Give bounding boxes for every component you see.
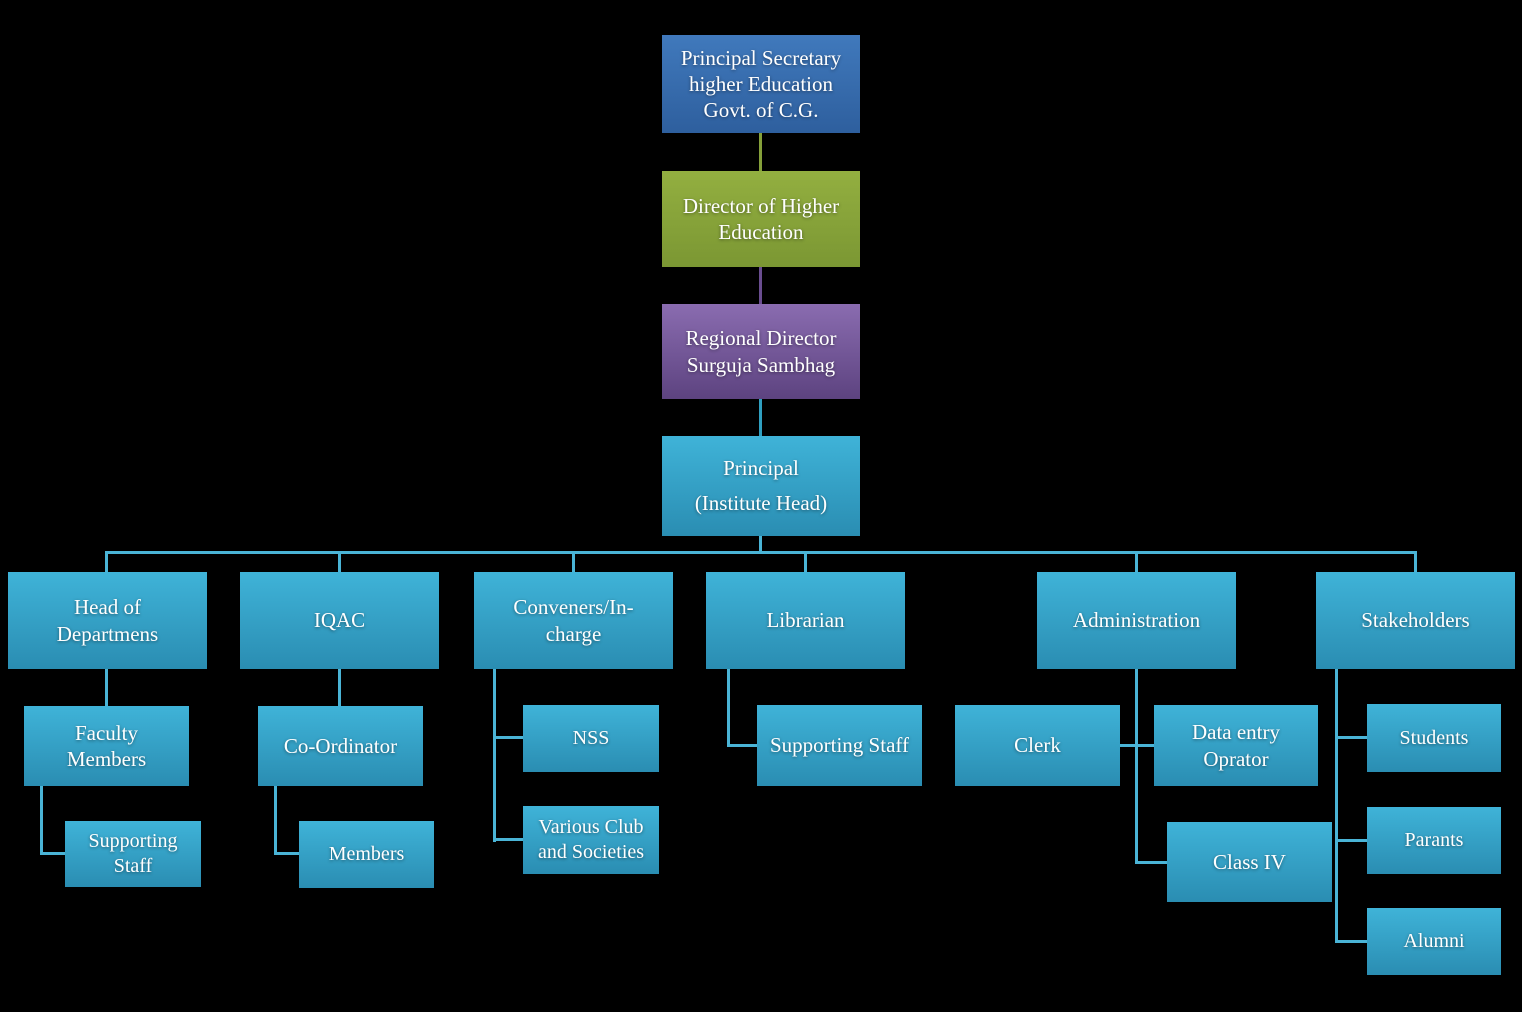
node-alumni: Alumni — [1367, 908, 1501, 975]
connector-conveners-hang-v — [493, 669, 496, 842]
connector-stub-administration — [1135, 551, 1138, 572]
connector-secretary-director — [759, 133, 762, 171]
node-director-higher-education: Director of Higher Education — [662, 171, 860, 267]
node-iqac: IQAC — [240, 572, 439, 669]
node-various-club-and-societies: Various Club and Societies — [523, 806, 659, 874]
connector-main-rail — [105, 551, 1417, 554]
node-class-iv: Class IV — [1167, 822, 1332, 902]
connector-stub-stakeholders — [1414, 551, 1417, 572]
connector-alumni-h — [1335, 940, 1367, 943]
connector-administration-hang-v — [1135, 669, 1138, 864]
node-head-of-departments: Head of Departmens — [8, 572, 207, 669]
node-principal-institute-head: Principal (Institute Head) — [662, 436, 860, 536]
connector-stub-hod — [105, 551, 108, 572]
connector-nss-h — [493, 736, 523, 739]
connector-stakeholders-hang-v — [1335, 669, 1338, 943]
connector-regional-principal — [759, 399, 762, 436]
connector-class-iv-h — [1135, 861, 1167, 864]
connector-librarian-hang-v — [727, 669, 730, 747]
connector-librarian-staff-h — [727, 744, 757, 747]
connector-iqac-coordinator — [338, 669, 341, 706]
node-conveners-in-charge: Conveners/In- charge — [474, 572, 673, 669]
node-members: Members — [299, 821, 434, 888]
node-parants: Parants — [1367, 807, 1501, 874]
connector-coordinator-elbow-v — [274, 786, 277, 855]
node-supporting-staff-librarian: Supporting Staff — [757, 705, 922, 786]
connector-stub-iqac — [338, 551, 341, 572]
node-co-ordinator: Co-Ordinator — [258, 706, 423, 786]
connector-director-regional — [759, 267, 762, 304]
connector-stub-librarian — [804, 551, 807, 572]
connector-students-h — [1335, 736, 1367, 739]
node-principal-secretary: Principal Secretary higher Education Gov… — [662, 35, 860, 133]
connector-principal-drop — [759, 536, 762, 553]
node-administration: Administration — [1037, 572, 1236, 669]
connector-clerk-dataentry-h — [1120, 744, 1154, 747]
node-nss: NSS — [523, 705, 659, 772]
node-students: Students — [1367, 704, 1501, 772]
connector-faculty-elbow-h — [40, 852, 66, 855]
connector-coordinator-elbow-h — [274, 852, 299, 855]
connector-faculty-elbow-v — [40, 786, 43, 855]
node-regional-director: Regional Director Surguja Sambhag — [662, 304, 860, 399]
node-clerk: Clerk — [955, 705, 1120, 786]
node-stakeholders: Stakeholders — [1316, 572, 1515, 669]
connector-parants-h — [1335, 839, 1367, 842]
connector-stub-conveners — [572, 551, 575, 572]
node-supporting-staff-hod: Supporting Staff — [65, 821, 201, 887]
node-faculty-members: Faculty Members — [24, 706, 189, 786]
connector-various-club-h — [493, 838, 523, 841]
node-librarian: Librarian — [706, 572, 905, 669]
node-data-entry-oprator: Data entry Oprator — [1154, 705, 1318, 786]
connector-hod-faculty — [105, 669, 108, 706]
